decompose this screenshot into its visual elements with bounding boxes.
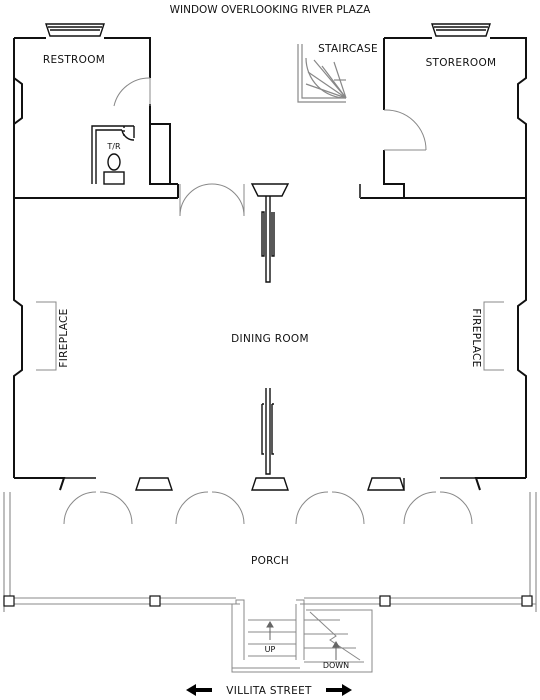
top-windows [45, 23, 491, 37]
central-columns [250, 183, 290, 491]
staircase [297, 44, 347, 103]
steps-up-label: UP [265, 645, 276, 654]
arrow-right-icon [326, 684, 352, 696]
room-label-dining: DINING ROOM [231, 333, 309, 345]
storeroom-door [383, 109, 427, 151]
arrow-left-icon [186, 684, 212, 696]
toilet-room-label: T/R [106, 142, 121, 151]
toilet-room [91, 125, 135, 185]
entry-steps [231, 599, 373, 673]
fireplaces [36, 301, 504, 371]
street-arrows [186, 684, 352, 696]
room-label-storeroom: STOREROOM [426, 57, 497, 69]
porch-posts [3, 595, 533, 607]
step-arrows [266, 621, 340, 660]
porch [3, 492, 537, 612]
room-label-fireplace-left: FIREPLACE [58, 308, 70, 367]
street-label: VILLITA STREET [226, 685, 312, 697]
porch-doors [63, 491, 473, 525]
dining-south-wall [59, 477, 476, 491]
room-label-porch: PORCH [251, 555, 289, 567]
steps-down-label: DOWN [323, 661, 349, 670]
room-label-fireplace-right: FIREPLACE [470, 308, 482, 367]
room-label-restroom: RESTROOM [43, 54, 105, 66]
plan-title: WINDOW OVERLOOKING RIVER PLAZA [170, 4, 372, 16]
dining-north-doors [179, 183, 361, 217]
room-label-staircase: STAIRCASE [318, 43, 378, 55]
restroom-door [113, 77, 151, 107]
